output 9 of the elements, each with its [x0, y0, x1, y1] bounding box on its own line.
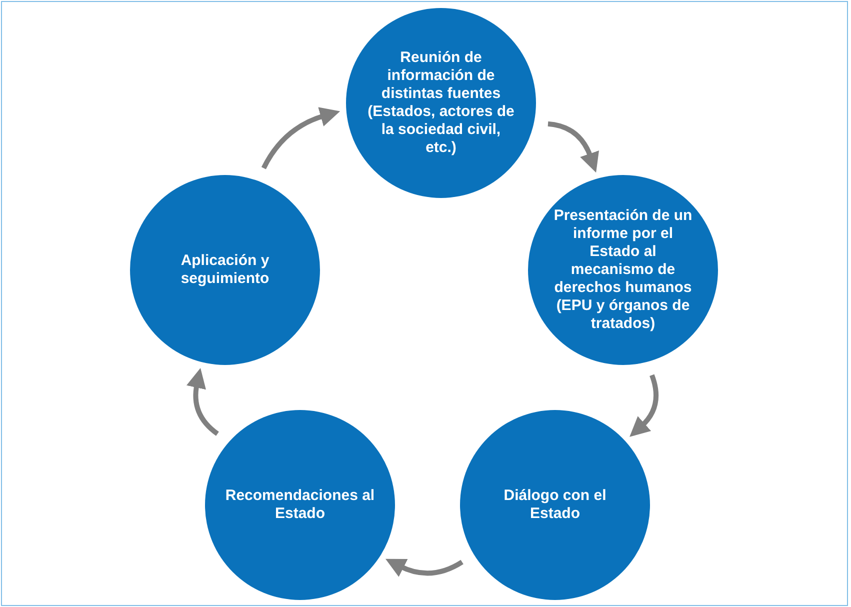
step-text: Presentación de un informe por el Estado al mecanismo de derechos humanos (EPU y órganos de tratados) — [552, 207, 694, 333]
curved-arrow — [261, 107, 340, 170]
curved-arrow — [385, 558, 464, 577]
curved-arrow — [630, 374, 658, 438]
step-text: Diálogo con el Estado — [502, 487, 608, 523]
curved-arrow — [548, 121, 599, 172]
step-text: Aplicación y seguimiento — [180, 252, 270, 288]
step-text: Recomendaciones al Estado — [225, 487, 375, 523]
step-text: Reunión de información de distintas fuentes (Estados, actores de la sociedad civil, etc.) — [366, 49, 516, 157]
